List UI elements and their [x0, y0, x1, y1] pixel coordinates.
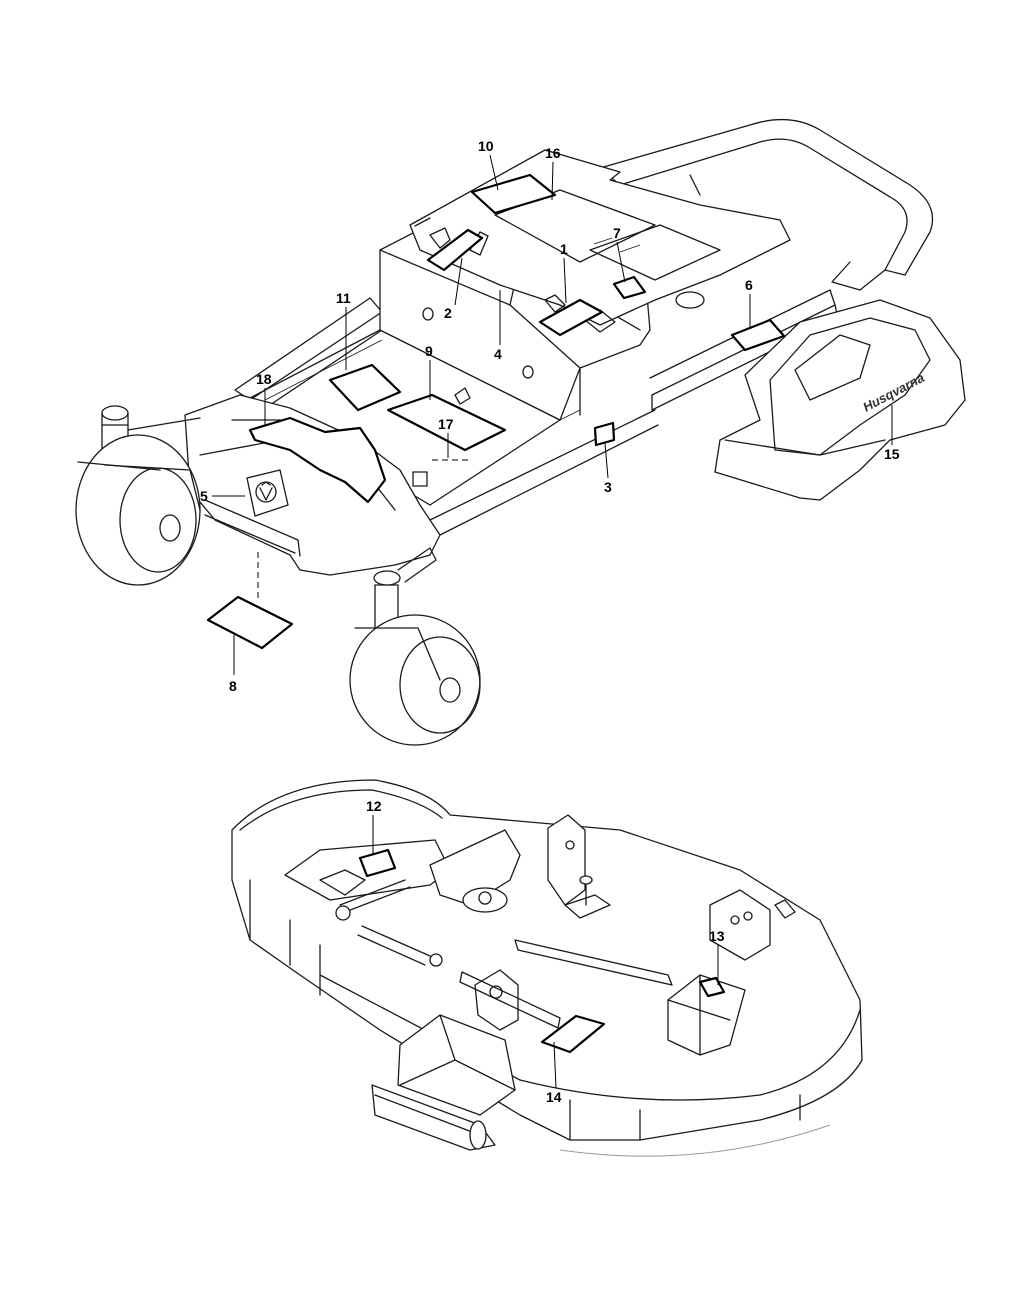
- rear-handle-bar: [599, 118, 934, 276]
- front-right-caster-wheel: [349, 547, 481, 746]
- leader-lines: [212, 154, 893, 1089]
- decal-11: [328, 363, 402, 412]
- callout-9: 9: [425, 343, 433, 359]
- husqvarna-crown-logo-icon: [246, 469, 289, 517]
- callout-1: 1: [560, 241, 568, 257]
- decal-2: [426, 228, 484, 272]
- callout-17: 17: [438, 416, 454, 432]
- decal-1: [538, 298, 604, 337]
- front-left-caster-wheel: [75, 405, 201, 586]
- callout-13: 13: [709, 928, 725, 944]
- callout-5: 5: [200, 488, 208, 504]
- callout-12: 12: [366, 798, 382, 814]
- callout-10: 10: [478, 138, 494, 154]
- decal-17: [412, 471, 428, 487]
- decal-9: [386, 393, 507, 452]
- decal-8: [206, 595, 294, 650]
- callout-labels: 10 16 7 1 2 4 6 11 9 18 17 3 15 5 8 12 1…: [200, 138, 900, 1105]
- callout-8: 8: [229, 678, 237, 694]
- callout-7: 7: [613, 225, 621, 241]
- decal-7: [612, 275, 647, 300]
- center-spindle: [564, 894, 611, 919]
- mower-chassis: Husqvarna: [75, 118, 966, 746]
- decal-10: [470, 173, 557, 215]
- decal-14: [540, 1014, 606, 1054]
- callout-11: 11: [336, 290, 351, 306]
- callout-3: 3: [604, 479, 612, 495]
- deck-spring: [339, 879, 406, 906]
- right-bracket: [709, 889, 771, 961]
- decal-12: [358, 848, 397, 878]
- callout-4: 4: [494, 346, 502, 362]
- callout-14: 14: [546, 1089, 562, 1105]
- callout-18: 18: [256, 371, 272, 387]
- decal-6: [730, 318, 786, 352]
- chassis-decals: [206, 173, 786, 650]
- decal-18: [248, 416, 387, 504]
- callout-2: 2: [444, 305, 452, 321]
- callout-16: 16: [545, 145, 561, 161]
- front-lift-bracket: [474, 969, 519, 1031]
- front-bumper: [184, 394, 441, 576]
- left-pulley-bracket: [429, 829, 521, 906]
- center-bracket: [547, 814, 586, 906]
- deck-decals: [358, 848, 726, 1054]
- decal-3: [593, 421, 616, 447]
- callout-6: 6: [745, 277, 753, 293]
- callout-15: 15: [884, 446, 900, 462]
